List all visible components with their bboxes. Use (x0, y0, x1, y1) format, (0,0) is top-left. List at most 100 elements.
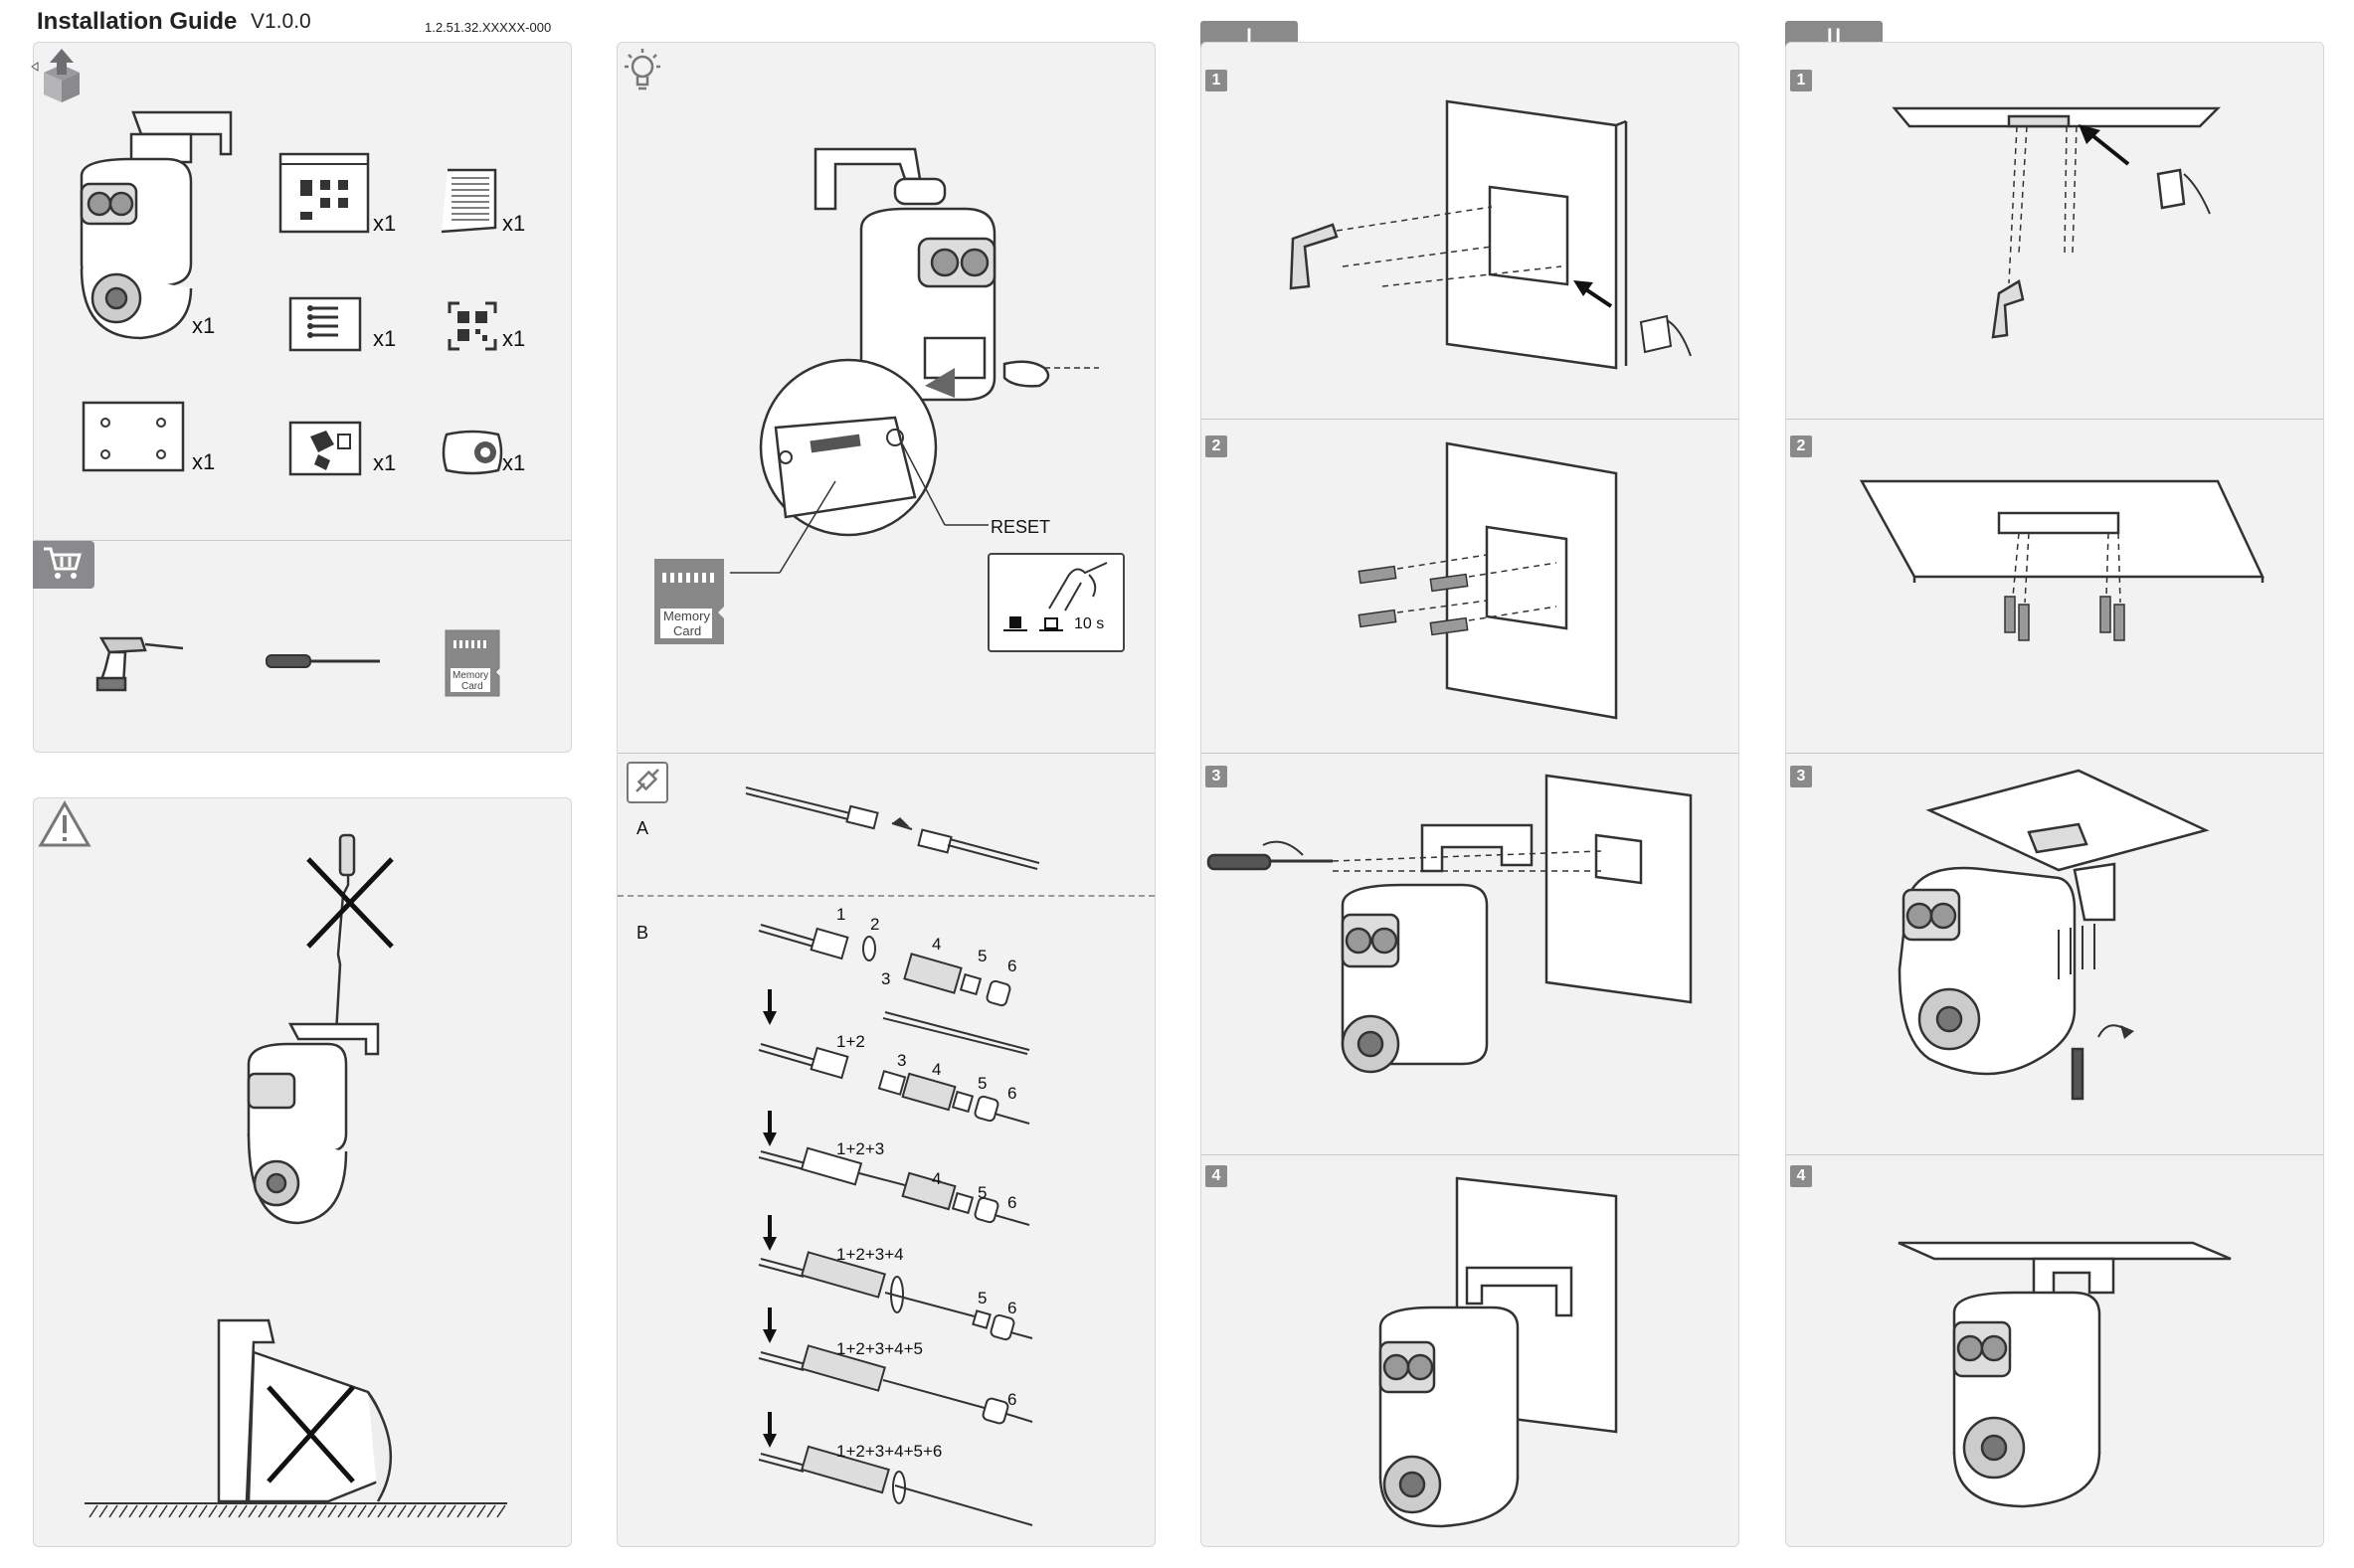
lightbulb-icon (625, 49, 660, 90)
wall-step-4-badge: 4 (1205, 1165, 1227, 1187)
ground-hatch-mark (357, 1504, 367, 1518)
ground-hatch-mark (407, 1504, 417, 1518)
ground-hatch-mark (387, 1504, 397, 1518)
memory-card-icon (654, 559, 724, 644)
cable-section-divider (618, 895, 1155, 897)
camera-qty: x1 (192, 313, 216, 338)
row2-label-2: 3 (897, 1051, 907, 1070)
cable-step-1-illustration (758, 924, 1030, 1055)
row4-label-2: 5 (978, 1289, 988, 1307)
camera-sd-slot-illustration (759, 147, 1099, 537)
memory-card-label-line2: Card (461, 681, 483, 692)
ground-hatch-mark (248, 1504, 258, 1518)
drill-template-icon (82, 401, 185, 472)
row3-label-3: 5 (978, 1183, 988, 1202)
tips-memory-card-label-line2: Card (673, 623, 702, 638)
ground-hatch-mark (277, 1504, 287, 1518)
ground-hatch-mark (258, 1504, 268, 1518)
row1-label-1: 1 (836, 905, 846, 924)
ground-hatch-mark (496, 1504, 506, 1518)
row4-label-3: 6 (1007, 1299, 1017, 1317)
warning-triangle-icon (38, 799, 91, 847)
wall-step-3-badge: 3 (1205, 766, 1227, 787)
ground-hatch-mark (437, 1504, 447, 1518)
guide-title: Installation Guide (37, 8, 238, 35)
ceiling-step-divider-1 (1786, 419, 2323, 420)
ground-hatch-mark (218, 1504, 228, 1518)
row3-label-4: 6 (1007, 1193, 1017, 1212)
row5-label-1: 1+2+3+4+5 (836, 1339, 923, 1358)
ground-hatch-mark (208, 1504, 218, 1518)
ground-hatch-mark (148, 1504, 158, 1518)
ground-hatch-mark (427, 1504, 437, 1518)
panel-divider (34, 540, 571, 541)
memory-card-label-line1: Memory (453, 670, 489, 681)
ground-hatch-mark (198, 1504, 208, 1518)
row5-label-2: 6 (1007, 1390, 1017, 1409)
reset-label: RESET (991, 517, 1051, 537)
document-icon (441, 168, 497, 234)
ground-hatch-mark (447, 1504, 456, 1518)
shopping-cart-icon (44, 547, 82, 579)
incorrect-cable-hanging-illustration (247, 833, 394, 1225)
down-arrow-icon (763, 1412, 777, 1448)
ground-hatch-mark (397, 1504, 407, 1518)
doc-number: 1.2.51.32.XXXXX-000 (425, 20, 552, 35)
finger-press-icon (1003, 562, 1108, 631)
ceiling-step-divider-2 (1786, 753, 2323, 754)
ground-hatch-mark (307, 1504, 317, 1518)
qr-code-qty: x1 (502, 326, 526, 351)
ground-hatch-mark (98, 1504, 108, 1518)
ground-hatch-mark (456, 1504, 466, 1518)
wall-anchors-illustration (1358, 441, 1618, 720)
ground-hatch-mark (188, 1504, 198, 1518)
row2-label-5: 6 (1007, 1084, 1017, 1103)
ground-hatch-mark (317, 1504, 327, 1518)
quick-guide-qty: x1 (373, 211, 397, 236)
reset-leader-line (900, 440, 989, 526)
row1-label-5: 5 (978, 947, 988, 965)
cable-step-2-illustration (758, 1043, 1030, 1125)
ground-hatch-mark (178, 1504, 188, 1518)
row3-label-2: 4 (932, 1169, 942, 1188)
ground-hatch-mark (138, 1504, 148, 1518)
ground-hatch-mark (168, 1504, 178, 1518)
ground-hatch-mark (228, 1504, 238, 1518)
ground-hatch-mark (297, 1504, 307, 1518)
row6-label-1: 1+2+3+4+5+6 (836, 1442, 943, 1461)
wall-step-divider-2 (1201, 753, 1738, 754)
wall-mount-camera-illustration (1206, 774, 1693, 1074)
hold-time-label: 10 s (1074, 615, 1105, 632)
ground-hatch-mark (238, 1504, 248, 1518)
row1-label-2: 2 (870, 915, 880, 934)
drill-template-qty: x1 (192, 449, 216, 474)
row2-label-3: 4 (932, 1060, 942, 1079)
down-arrow-icon (763, 989, 777, 1025)
wall-step-2-badge: 2 (1205, 436, 1227, 457)
section-b-label: B (636, 923, 649, 943)
cable-step-6-illustration (758, 1445, 1033, 1526)
wall-step-divider-1 (1201, 419, 1738, 420)
desiccant-qty: x1 (502, 450, 526, 475)
cable-connector-icon (635, 769, 659, 792)
desiccant-icon (442, 430, 503, 475)
ground-hatch-mark (128, 1504, 138, 1518)
cable-icon-box (627, 762, 668, 803)
waterproof-cap-qty: x1 (373, 450, 397, 475)
ground-hatch-mark (118, 1504, 128, 1518)
cable-a-illustration (745, 786, 1040, 870)
cable-step-4-illustration (758, 1251, 1033, 1341)
ground-hatch-mark (476, 1504, 486, 1518)
ground-hatch-mark (158, 1504, 168, 1518)
memory-card-icon (445, 629, 500, 697)
ground-hatch-mark (486, 1504, 496, 1518)
wall-step-divider-3 (1201, 1154, 1738, 1155)
reset-hold-box: 10 s (988, 553, 1125, 652)
guide-version: V1.0.0 (251, 10, 311, 33)
ground-hatch-mark (287, 1504, 297, 1518)
ground-hatch-mark (108, 1504, 118, 1518)
document-qty: x1 (502, 211, 526, 236)
ceiling-step-1-badge: 1 (1790, 70, 1812, 91)
ceiling-step-divider-3 (1786, 1154, 2323, 1155)
ceiling-step-4-badge: 4 (1790, 1165, 1812, 1187)
